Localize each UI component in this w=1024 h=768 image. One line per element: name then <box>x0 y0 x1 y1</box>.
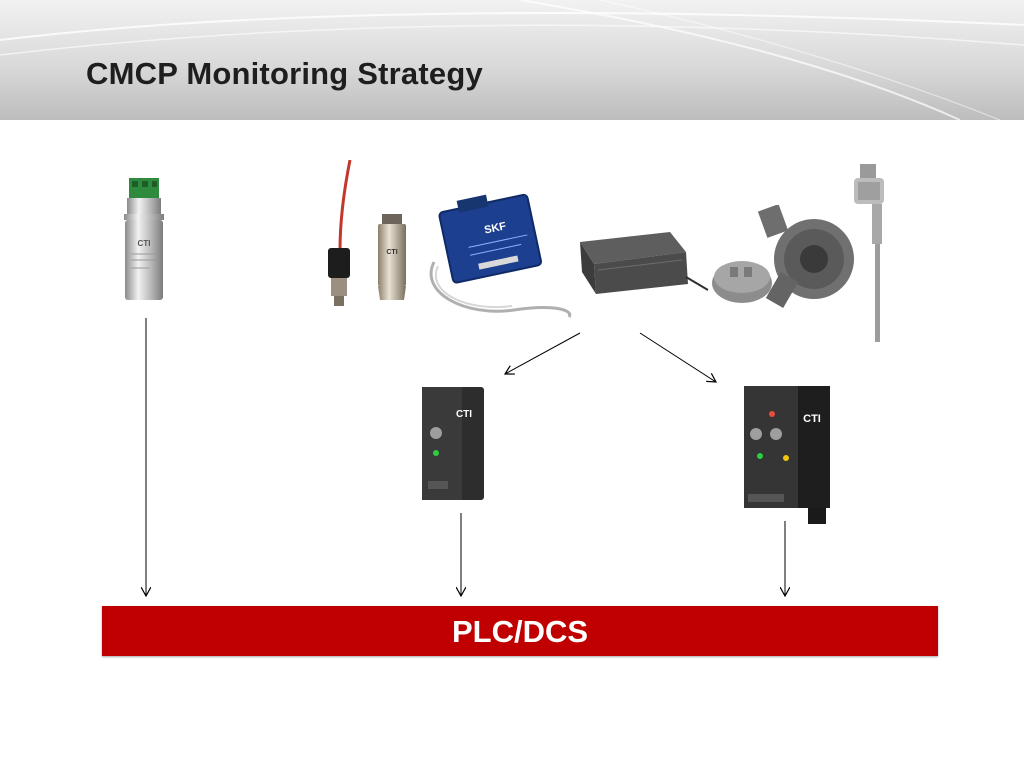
header-swoosh-decoration <box>0 0 1024 120</box>
accelerometer-image: CTI <box>378 214 406 300</box>
plc-dcs-bar: PLC/DCS <box>102 606 938 656</box>
accelerometer-brand-text: CTI <box>386 249 397 256</box>
signal-conditioner-module-left: CTI <box>422 387 484 500</box>
header-band: CMCP Monitoring Strategy <box>0 0 1024 120</box>
vibration-sensor-image: CTI <box>124 178 164 300</box>
module-left-brand-text: CTI <box>456 409 472 420</box>
arrow-junction-to-left-module <box>505 332 581 374</box>
vibration-monitor-module-right: CTI <box>744 386 830 524</box>
plc-dcs-label: PLC/DCS <box>451 614 589 649</box>
skf-brand-text: SKF <box>483 220 507 236</box>
page-title: CMCP Monitoring Strategy <box>86 56 483 91</box>
temperature-probe-image <box>854 164 884 342</box>
cable-connector-image <box>328 160 352 306</box>
sensor-brand-text: CTI <box>138 239 151 248</box>
skf-transmitter-image: SKF <box>429 193 572 318</box>
arrow-junction-to-right-module <box>639 332 716 382</box>
explosion-proof-housing-image <box>712 205 854 308</box>
module-right-brand-text: CTI <box>803 413 821 425</box>
junction-box-image <box>580 232 709 294</box>
